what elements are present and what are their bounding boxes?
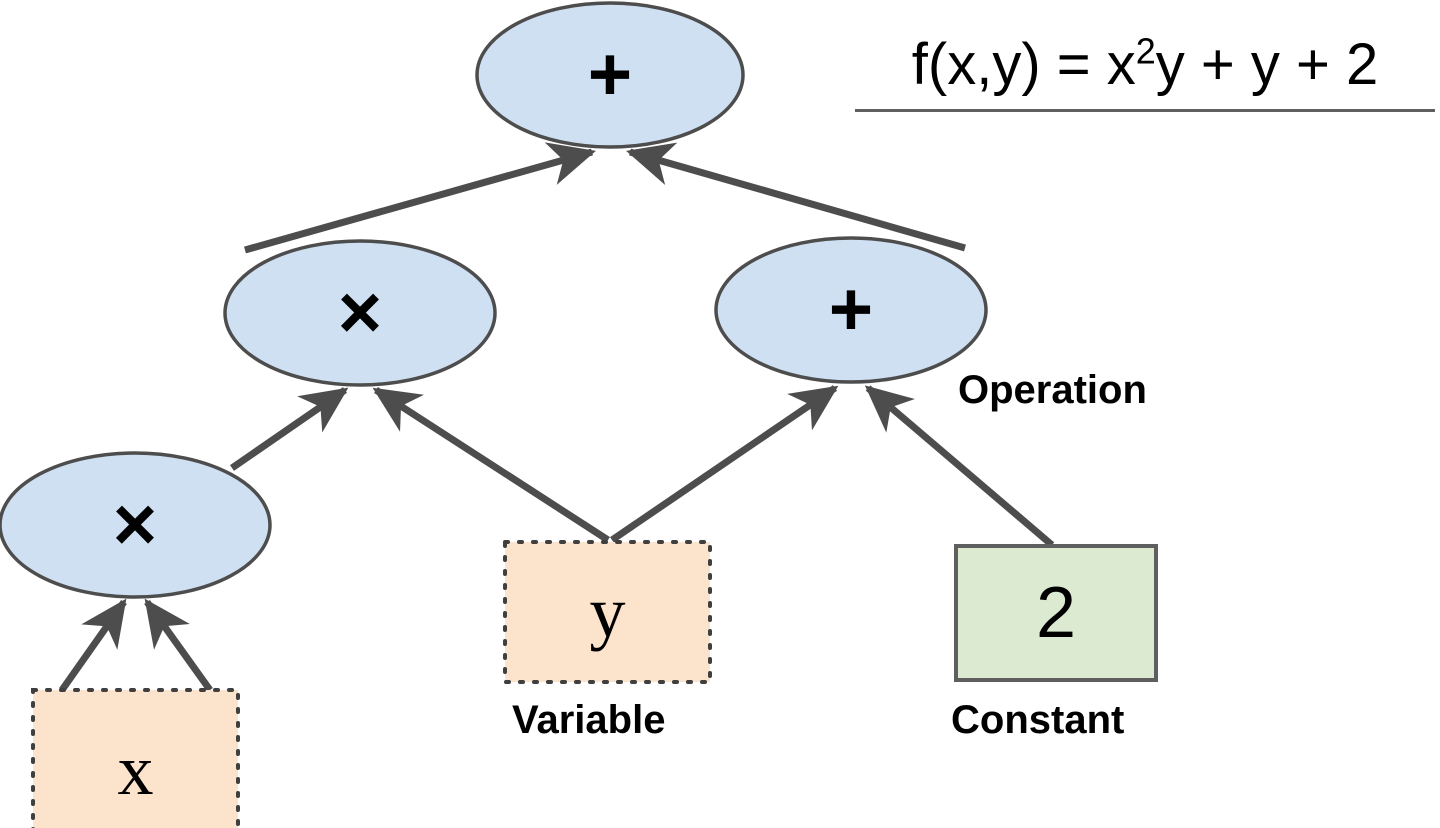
edge-var-y-to-mul-mid xyxy=(372,387,610,543)
operation-node-mul-mid[interactable] xyxy=(223,239,497,387)
formula-prefix: f(x,y) = x xyxy=(911,32,1136,97)
legend-variable-label: Variable xyxy=(512,698,666,742)
formula-suffix: y + y + 2 xyxy=(1155,32,1379,97)
edge-add-mid-to-add-root xyxy=(626,142,966,252)
variable-node-layer xyxy=(31,540,712,828)
formula-exponent: 2 xyxy=(1135,30,1156,72)
operation-node-add-root[interactable] xyxy=(475,1,745,149)
edge-layer xyxy=(59,142,1055,693)
operation-node-add-mid[interactable] xyxy=(714,236,988,384)
operation-node-layer xyxy=(0,1,988,599)
edge-var-y-to-add-mid xyxy=(610,385,839,543)
constant-node-2[interactable] xyxy=(954,544,1158,682)
operation-node-mul-bottom[interactable] xyxy=(0,451,272,599)
constant-node-layer xyxy=(954,544,1158,682)
edge-var-x-to-mul-bottom-a xyxy=(59,598,127,693)
edge-mul-mid-to-add-root xyxy=(244,142,596,254)
formula-block: f(x,y) = x2y + y + 2 xyxy=(855,33,1435,112)
variable-node-x[interactable] xyxy=(31,688,240,828)
legend-constant-label: Constant xyxy=(951,698,1125,742)
formula-underline xyxy=(855,108,1435,112)
formula-text: f(x,y) = x2y + y + 2 xyxy=(855,33,1435,97)
variable-node-y[interactable] xyxy=(503,540,712,684)
legend-operation-label: Operation xyxy=(958,368,1147,412)
edge-const-2-to-add-mid xyxy=(864,385,1055,548)
edge-mul-bottom-to-mul-mid xyxy=(230,387,349,471)
edge-var-x-to-mul-bottom-b xyxy=(144,598,213,693)
